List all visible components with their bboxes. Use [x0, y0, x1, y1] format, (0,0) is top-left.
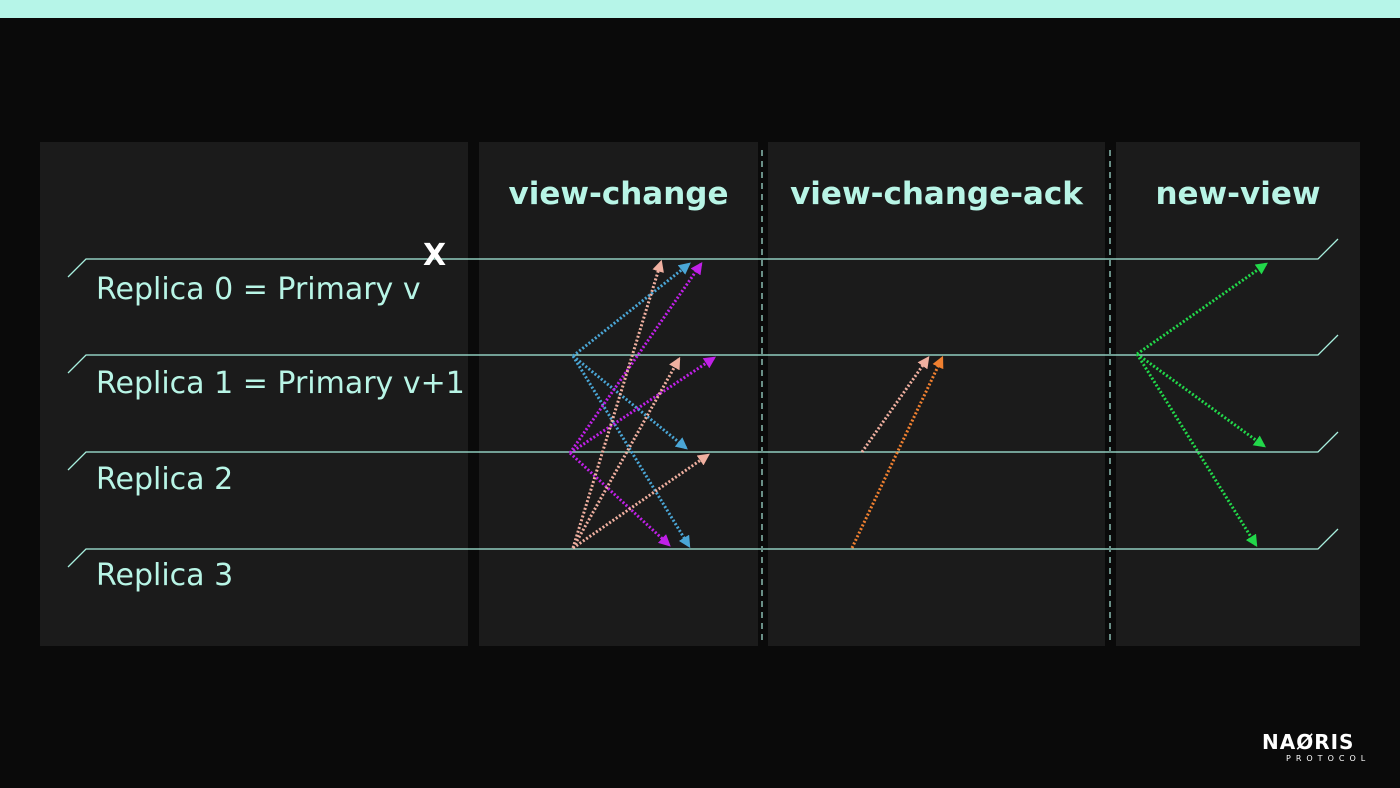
- arrow-view-change-replica-1-to-replica-0: [572, 262, 691, 358]
- logo-name: NAØRIS: [1262, 730, 1355, 754]
- logo-subtitle: PROTOCOL: [1286, 754, 1371, 763]
- top-accent-bar: [0, 0, 1400, 18]
- arrow-view-change-replica-3-to-replica-1: [571, 356, 681, 549]
- phase-label-view-change-ack: view-change-ack: [790, 176, 1083, 212]
- naoris-protocol-logo: NAØRIS PROTOCOL: [1262, 730, 1376, 770]
- replica-label-3: Replica 3: [96, 558, 234, 593]
- phase-label-new-view: new-view: [1155, 176, 1321, 212]
- arrow-new-view-replica-1-to-replica-2: [1136, 352, 1266, 448]
- replica-label-panel: [40, 142, 468, 646]
- timeline-replica-1: [67, 334, 1339, 374]
- failure-mark: X: [423, 238, 447, 273]
- arrow-view-change-replica-2-to-replica-3: [568, 451, 671, 547]
- arrow-view-change-replica-3-to-replica-2: [572, 453, 710, 550]
- replica-label-2: Replica 2: [96, 462, 234, 497]
- timeline-replica-3: [67, 528, 1339, 568]
- replica-label-0: Replica 0 = Primary v: [96, 272, 421, 307]
- timeline-replica-0: [67, 238, 1339, 278]
- arrow-view-change-replica-2-to-replica-1: [569, 356, 717, 455]
- timeline-replica-2: [67, 431, 1339, 471]
- arrow-view-change-ack-replica-2-to-replica-1: [860, 356, 930, 453]
- new-view-panel: [1116, 142, 1360, 646]
- arrow-view-change-replica-2-to-replica-0: [568, 262, 703, 454]
- phase-label-view-change: view-change: [508, 176, 729, 212]
- arrow-view-change-replica-1-to-replica-2: [572, 354, 688, 450]
- arrow-view-change-replica-3-to-replica-0: [571, 259, 664, 549]
- replica-label-1: Replica 1 = Primary v+1: [96, 366, 465, 401]
- arrow-view-change-ack-replica-3-to-replica-1: [850, 355, 944, 549]
- arrow-new-view-replica-1-to-replica-0: [1136, 262, 1268, 356]
- view-change-panel: [479, 142, 758, 646]
- arrow-new-view-replica-1-to-replica-3: [1135, 353, 1258, 548]
- view-change-ack-panel: [768, 142, 1105, 646]
- arrow-view-change-replica-1-to-replica-3: [571, 355, 691, 549]
